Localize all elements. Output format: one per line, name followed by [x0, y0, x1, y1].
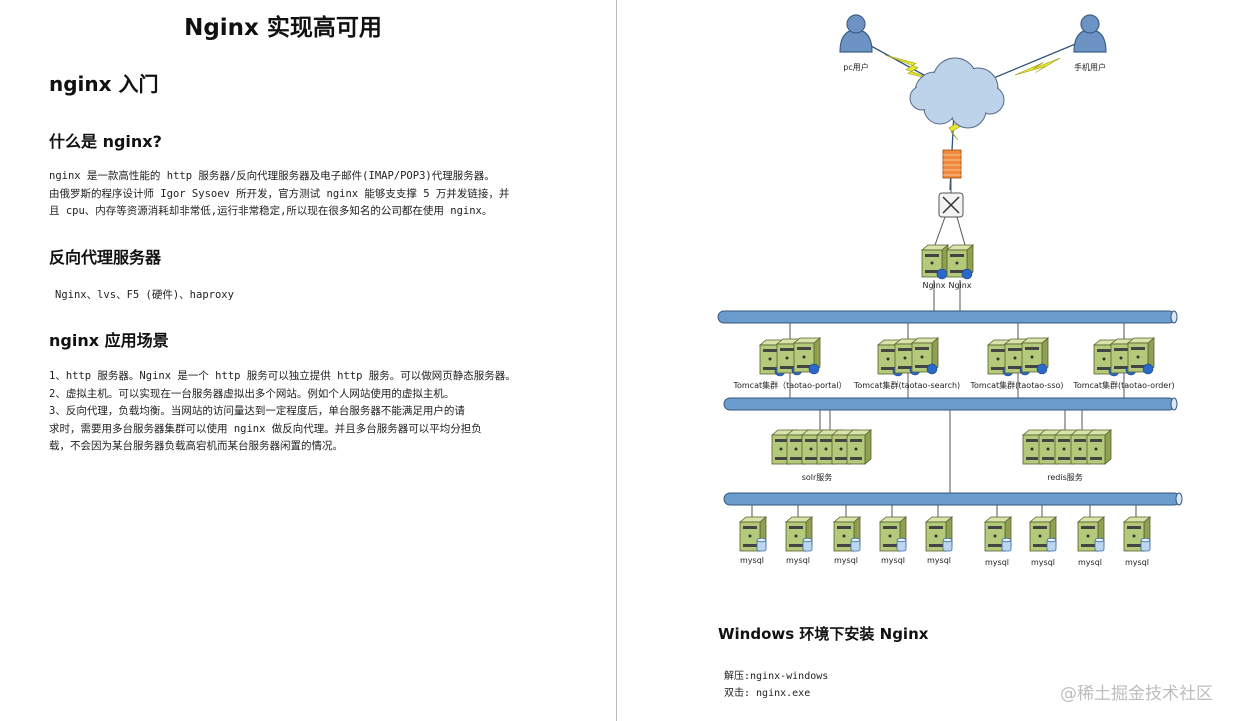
label-mysql: mysql — [1078, 558, 1102, 567]
label-solr: solr服务 — [801, 473, 833, 482]
globe-icon — [1036, 363, 1048, 375]
label-mysql: mysql — [927, 556, 951, 565]
label-mysql: mysql — [834, 556, 858, 565]
label-mysql: mysql — [985, 558, 1009, 567]
globe-icon — [1142, 363, 1154, 375]
reverse-proxy-list: Nginx、lvs、F5 (硬件)、haproxy — [55, 289, 234, 301]
globe-icon — [926, 363, 938, 375]
label-mysql: mysql — [740, 556, 764, 565]
heading-windows-install: Windows 环境下安装 Nginx — [718, 625, 929, 643]
label-tomcat-portal: Tomcat集群（taotao-portal） — [733, 381, 847, 390]
server-icon — [910, 337, 940, 373]
server-icon — [920, 244, 950, 278]
network-bus — [723, 397, 1178, 411]
server-icon — [1126, 337, 1156, 373]
server-icon — [924, 516, 954, 552]
server-icon — [1085, 429, 1113, 465]
install-step-unzip: 解压:nginx-windows — [724, 671, 829, 682]
server-icon — [878, 516, 908, 552]
watermark: @稀土掘金技术社区 — [1060, 684, 1213, 704]
label-mysql: mysql — [1125, 558, 1149, 567]
paragraph-line: 求时，需要用多台服务器集群可以使用 nginx 做反向代理。并且多台服务器可以平… — [49, 422, 482, 435]
globe-icon — [961, 268, 973, 280]
lightning-icon — [1014, 57, 1061, 76]
paragraph-line: 由俄罗斯的程序设计师 Igor Sysoev 所开发，官方测试 nginx 能够… — [49, 187, 510, 200]
paragraph-line: 且 cpu、内存等资源消耗却非常低,运行非常稳定,所以现在很多知名的公司都在使用… — [49, 205, 493, 217]
globe-icon — [808, 363, 820, 375]
what-is-nginx-paragraph: nginx 是一款高性能的 http 服务器/反向代理服务器及电子邮件(IMAP… — [49, 168, 529, 221]
connector-line — [934, 216, 946, 246]
cloud-icon — [909, 57, 1005, 129]
label-tomcat-search: Tomcat集群(taotao-search) — [853, 381, 961, 390]
heading-nginx-scenarios: nginx 应用场景 — [49, 331, 169, 350]
user-icon — [1073, 14, 1107, 53]
server-icon — [792, 337, 822, 373]
paragraph-line: 载，不会因为某台服务器负载高宕机而某台服务器闲置的情况。 — [49, 440, 343, 452]
database-icon — [1046, 537, 1057, 552]
scenarios-paragraph: 1、http 服务器。Nginx 是一个 http 服务可以独立提供 http … — [49, 368, 529, 456]
heading-what-is-nginx: 什么是 nginx? — [49, 132, 162, 151]
database-icon — [1094, 537, 1105, 552]
architecture-diagram — [717, 14, 1183, 552]
label-tomcat-order: Tomcat集群(taotao-order) — [1073, 381, 1175, 390]
label-mysql: mysql — [1031, 558, 1055, 567]
globe-icon — [936, 268, 948, 280]
network-bus — [723, 492, 1183, 506]
server-icon — [1020, 337, 1050, 373]
user-icon — [839, 14, 873, 53]
label-pc-user: pc用户 — [843, 63, 869, 72]
heading-nginx-intro: nginx 入门 — [49, 72, 159, 96]
heading-reverse-proxy: 反向代理服务器 — [49, 248, 162, 267]
connector-line — [956, 216, 966, 246]
database-icon — [1001, 537, 1012, 552]
label-redis: redis服务 — [1047, 473, 1083, 482]
label-tomcat-sso: Tomcat集群(taotao-sso) — [970, 381, 1064, 390]
server-icon — [1122, 516, 1152, 552]
label-mysql: mysql — [881, 556, 905, 565]
paragraph-line: 2、虚拟主机。可以实现在一台服务器虚拟出多个网站。例如个人网站使用的虚拟主机。 — [49, 387, 455, 400]
database-icon — [756, 537, 767, 552]
database-icon — [802, 537, 813, 552]
database-icon — [850, 537, 861, 552]
database-icon — [1140, 537, 1151, 552]
page-divider — [616, 0, 617, 721]
network-bus — [717, 310, 1178, 324]
database-icon — [942, 537, 953, 552]
document-title: Nginx 实现高可用 — [184, 15, 382, 41]
server-icon — [845, 429, 873, 465]
label-nginx-1: Nginx — [922, 281, 946, 290]
database-icon — [896, 537, 907, 552]
firewall-icon — [942, 149, 962, 179]
paragraph-line: 1、http 服务器。Nginx 是一个 http 服务可以独立提供 http … — [49, 370, 516, 382]
label-mysql: mysql — [786, 556, 810, 565]
diagram-nodes — [717, 14, 1183, 552]
paragraph-line: 3、反向代理，负载均衡。当网站的访问量达到一定程度后，单台服务器不能满足用户的请 — [49, 405, 465, 417]
server-icon — [983, 516, 1013, 552]
switch-icon — [938, 192, 964, 218]
install-step-run: 双击: nginx.exe — [724, 688, 811, 699]
label-mobile-user: 手机用户 — [1074, 63, 1106, 72]
label-nginx-2: Nginx — [948, 281, 972, 290]
paragraph-line: nginx 是一款高性能的 http 服务器/反向代理服务器及电子邮件(IMAP… — [49, 170, 495, 182]
